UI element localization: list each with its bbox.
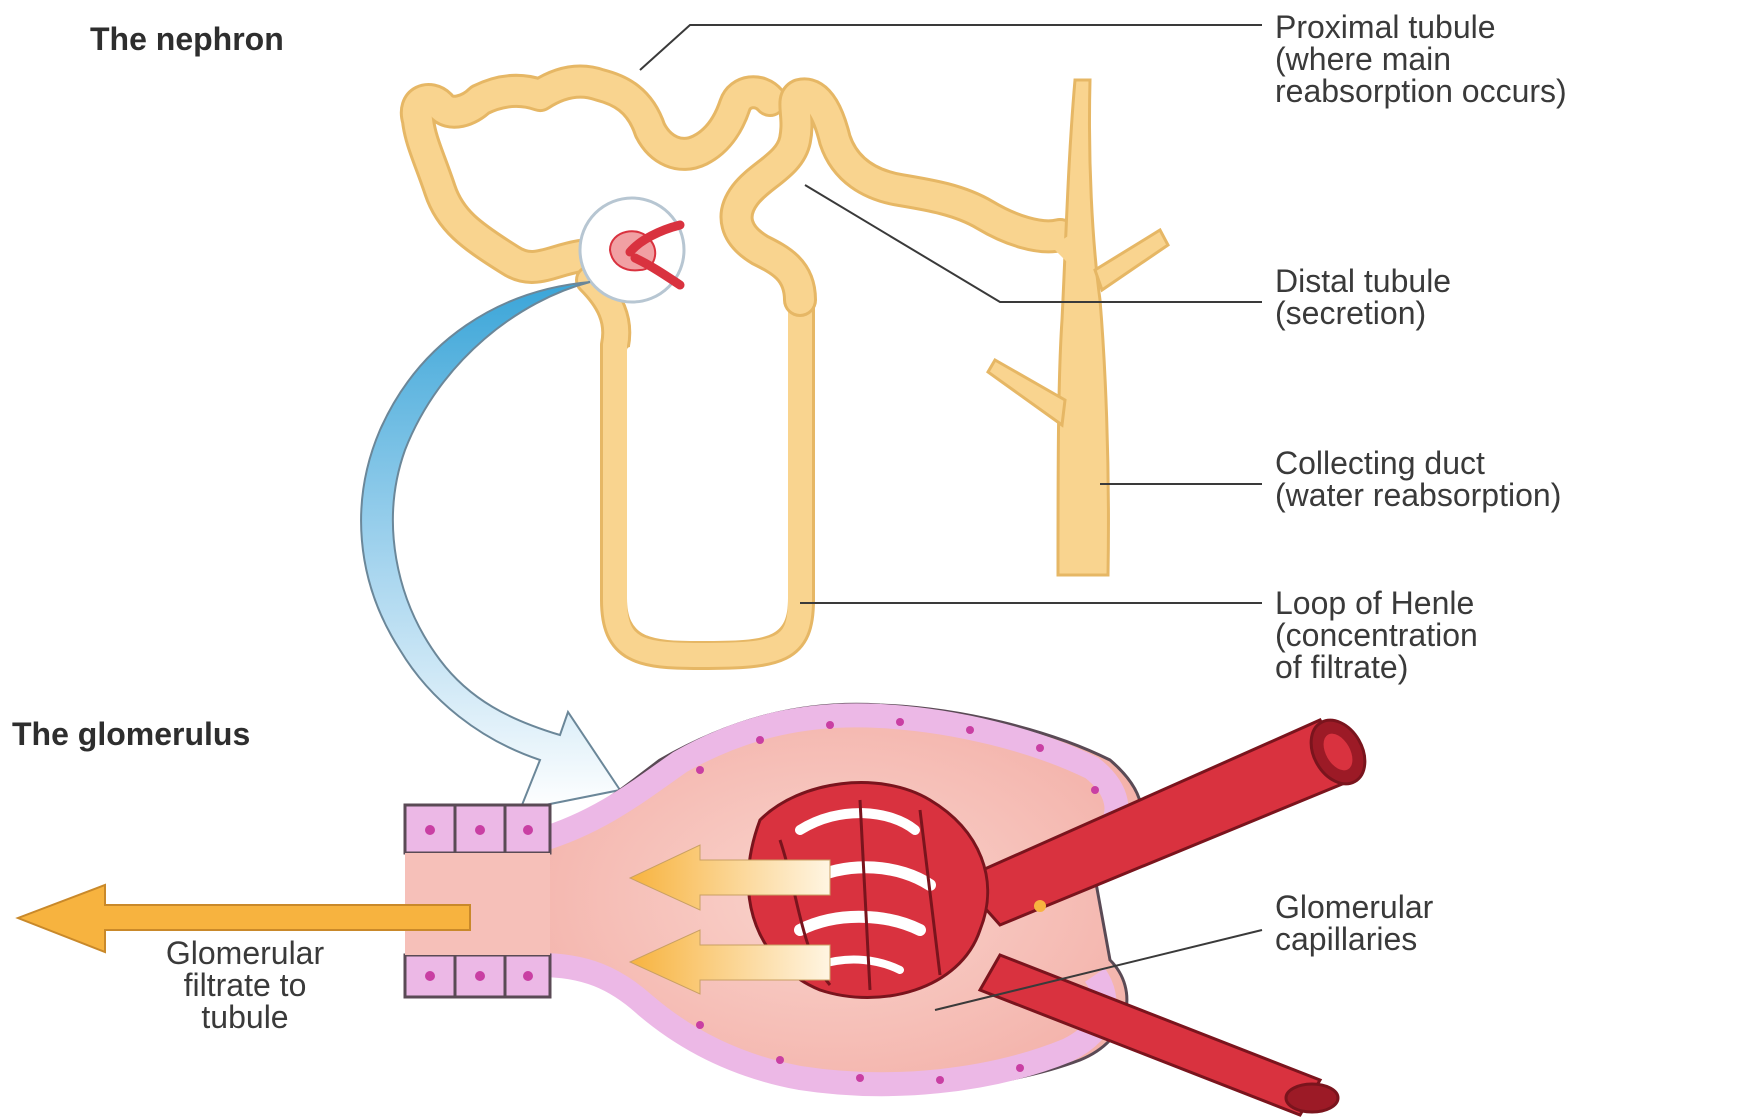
filtrate-label-line2: filtrate to — [184, 967, 307, 1003]
proximal-label-line1: Proximal tubule — [1275, 9, 1496, 45]
tubule-cells — [405, 805, 550, 997]
distal-label-line1: Distal tubule — [1275, 263, 1451, 299]
henle-label-line2: (concentration — [1275, 617, 1478, 653]
filtrate-label-line3: tubule — [201, 999, 288, 1035]
filtrate-label-line1: Glomerular — [166, 935, 325, 971]
capillaries-label-line2: capillaries — [1275, 921, 1417, 957]
capillaries-label-line1: Glomerular — [1275, 889, 1434, 925]
bowman-capsule-small — [580, 198, 684, 302]
label-glomerular-filtrate: Glomerular filtrate to tubule — [166, 935, 325, 1035]
nephron-tubule — [417, 82, 1060, 655]
henle-label-line1: Loop of Henle — [1275, 585, 1474, 621]
label-glomerular-capillaries: Glomerular capillaries — [1275, 889, 1434, 957]
zoom-arrow — [361, 282, 620, 810]
henle-label-line3: of filtrate) — [1275, 649, 1408, 685]
proximal-label-line2: (where main — [1275, 41, 1451, 77]
label-distal-tubule: Distal tubule (secretion) — [1275, 263, 1451, 331]
collecting-label-line2: (water reabsorption) — [1275, 477, 1561, 513]
section-titles: The nephron The glomerulus — [12, 21, 284, 752]
glomerulus-title: The glomerulus — [12, 716, 250, 752]
nephron-title: The nephron — [90, 21, 284, 57]
label-collecting-duct: Collecting duct (water reabsorption) — [1275, 445, 1561, 513]
label-loop-of-henle: Loop of Henle (concentration of filtrate… — [1275, 585, 1478, 685]
collecting-label-line1: Collecting duct — [1275, 445, 1485, 481]
distal-label-line2: (secretion) — [1275, 295, 1426, 331]
glomerulus — [18, 704, 1376, 1115]
label-proximal-tubule: Proximal tubule (where main reabsorption… — [1275, 9, 1567, 109]
collecting-duct — [988, 80, 1168, 575]
proximal-label-line3: reabsorption occurs) — [1275, 73, 1567, 109]
